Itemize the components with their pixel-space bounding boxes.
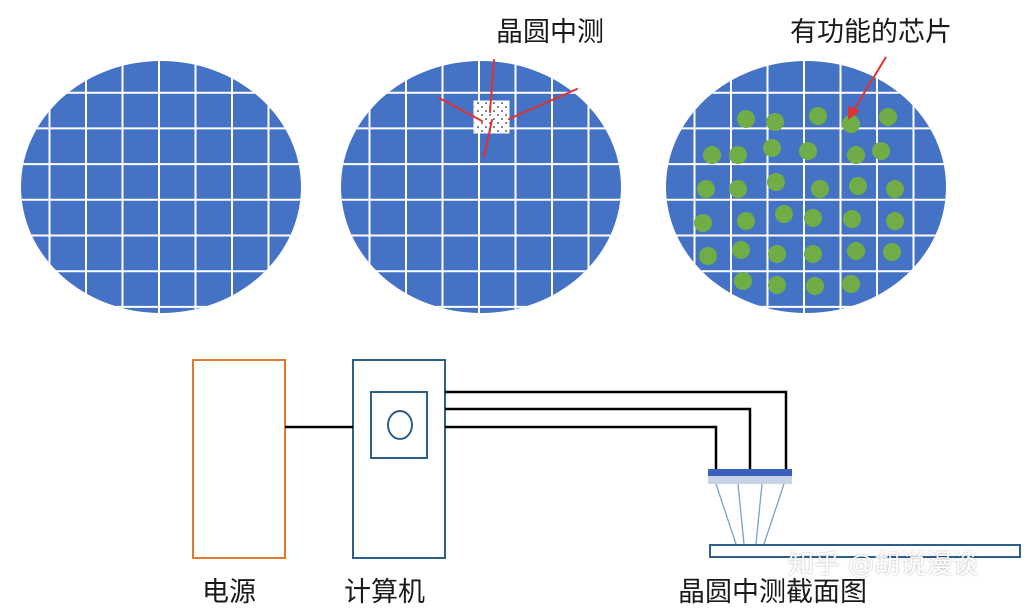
wafer-probed [341, 59, 621, 313]
probe-needle-bottom [483, 119, 493, 158]
good-die-dot [734, 272, 752, 290]
probe-needles [438, 59, 578, 158]
good-die-dot [694, 214, 712, 232]
good-die-dot [886, 212, 904, 230]
good-die-dot [767, 173, 785, 191]
functional-chip-pointer [848, 56, 887, 120]
probe-needle-left [438, 97, 483, 122]
probe-needle-top [489, 59, 495, 113]
power-supply-label: 电源 [202, 577, 256, 608]
monitor-display-icon [387, 410, 413, 440]
wafer-body [21, 61, 301, 313]
good-die-dot [799, 142, 817, 160]
probe-station [708, 469, 1021, 558]
good-die-dot [732, 241, 750, 259]
good-die-dot [886, 180, 904, 198]
functional-chip-label: 有功能的芯片 [790, 17, 952, 48]
probed-die [473, 100, 510, 134]
good-die-markers [694, 107, 904, 295]
good-die-dot [729, 146, 747, 164]
power-supply-box [192, 359, 286, 559]
watermark: 知乎 @胡说漫谈 [788, 550, 979, 580]
good-die-dot [879, 108, 897, 126]
wafer-body [341, 61, 621, 313]
good-die-dot [804, 209, 822, 227]
probe-card [708, 469, 792, 476]
probe-needle-right [508, 88, 578, 120]
good-die-dot [763, 139, 781, 157]
good-die-dot [872, 142, 890, 160]
good-die-dot [811, 180, 829, 198]
good-die-dot [809, 107, 827, 125]
arrow-head [848, 106, 860, 120]
signal-wires [285, 390, 788, 471]
computer-monitor [370, 391, 428, 459]
computer-box [352, 359, 446, 559]
wafer-plain [21, 61, 301, 313]
good-die-dot [697, 180, 715, 198]
good-die-dot [699, 247, 717, 265]
good-die-dot [737, 212, 755, 230]
good-die-dot [804, 245, 822, 263]
good-die-dot [842, 275, 860, 293]
good-die-dot [842, 115, 860, 133]
good-die-dot [729, 180, 747, 198]
test-wire-1 [445, 390, 788, 471]
good-die-dot [847, 242, 865, 260]
wafer-stage [709, 544, 1021, 558]
cross-section-label: 晶圆中测截面图 [678, 577, 867, 608]
good-die-dot [703, 146, 721, 164]
probe-card-substrate [708, 476, 792, 484]
good-die-dot [847, 146, 865, 164]
wafer-functional-chips [666, 56, 946, 313]
test-wire-3 [445, 425, 718, 471]
good-die-dot [766, 113, 784, 131]
good-die-dot [775, 205, 793, 223]
probe-test-label: 晶圆中测 [496, 17, 604, 48]
probe-pins [715, 483, 785, 545]
computer-label: 计算机 [344, 577, 425, 608]
good-die-dot [737, 110, 755, 128]
test-wire-2 [445, 407, 752, 471]
good-die-dot [806, 277, 824, 295]
good-die-dot [843, 210, 861, 228]
good-die-dot [849, 177, 867, 195]
good-die-dot [768, 276, 786, 294]
good-die-dot [768, 245, 786, 263]
good-die-dot [883, 243, 901, 261]
